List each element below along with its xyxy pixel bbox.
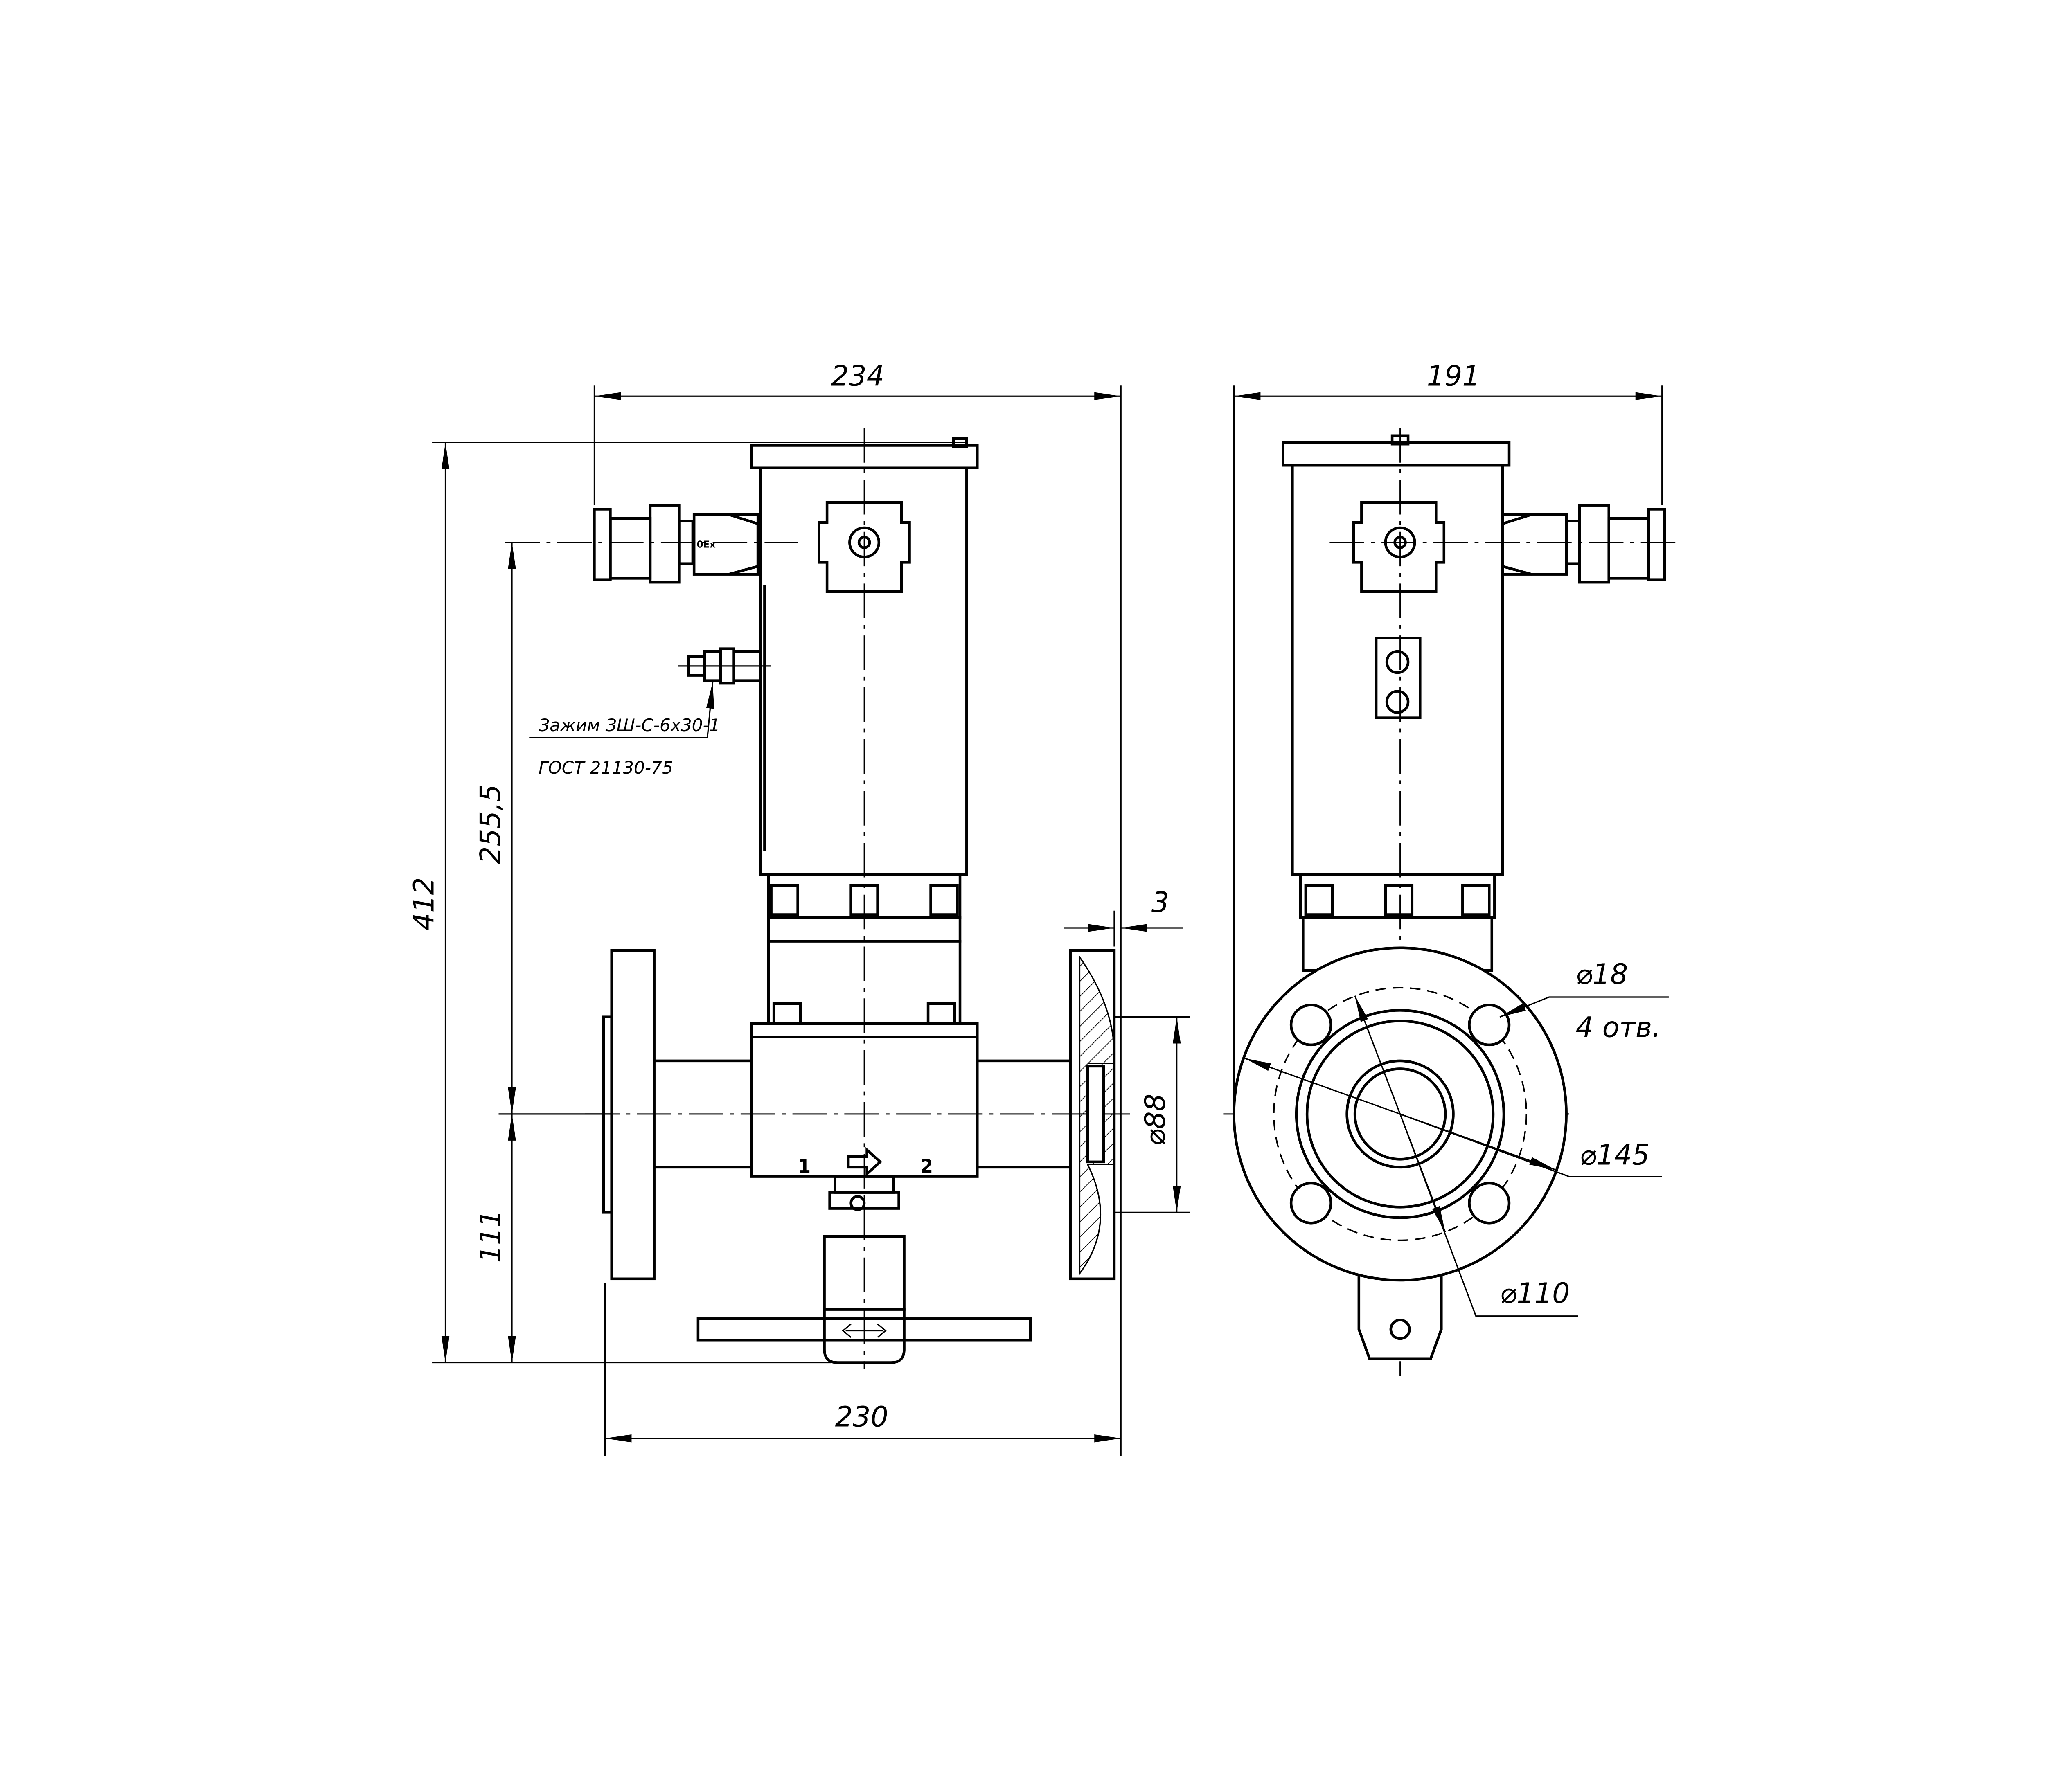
dim-412: 412 [408, 877, 440, 930]
ground-clamp-label: Зажим ЗШ-С-6х30-1 [539, 715, 720, 735]
flow-port-1: 1 [798, 1155, 811, 1177]
dim-230: 230 [835, 1401, 888, 1433]
dim-111: 111 [475, 1210, 507, 1263]
dim-d110: ⌀110 [1500, 1277, 1570, 1310]
handle [696, 1317, 1032, 1342]
side-view: 191 ⌀18 4 отв. ⌀145 ⌀110 [1223, 360, 1678, 1376]
dim-234: 234 [831, 360, 884, 392]
front-view: 0Ex Зажим ЗШ-С-6х30-1 ГОСТ 21130-75 1 2 [408, 360, 1190, 1456]
dim-d145: ⌀145 [1580, 1139, 1649, 1171]
flow-arrow-icon [847, 1147, 882, 1177]
cable-gland-right [1501, 504, 1666, 584]
ground-screw [678, 647, 771, 685]
flow-port-2: 2 [920, 1155, 933, 1177]
hole-count: 4 отв. [1575, 1011, 1661, 1044]
dim-191: 191 [1427, 360, 1480, 392]
dim-255-5: 255,5 [475, 784, 507, 864]
dim-d88: ⌀88 [1139, 1094, 1172, 1146]
dim-3: 3 [1151, 887, 1169, 919]
dim-d18: ⌀18 [1575, 958, 1628, 991]
ground-clamp-standard: ГОСТ 21130-75 [539, 758, 673, 778]
cable-gland-left: 0Ex [593, 504, 759, 584]
svg-text:0Ex: 0Ex [697, 540, 716, 550]
